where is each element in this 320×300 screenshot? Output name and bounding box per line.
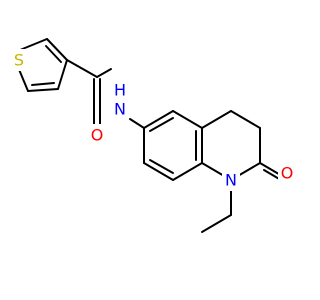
bond-a5-a6	[172, 110, 203, 129]
amide-linkage	[66, 59, 145, 133]
thiophene-ring	[17, 38, 68, 92]
bond-a6-a1	[143, 110, 174, 129]
bond-s-c2	[19, 38, 48, 51]
atom-labels: S O H N N O	[10, 49, 296, 191]
bond-a5-ch2	[201, 110, 232, 129]
bond-a2-a3	[143, 162, 174, 181]
bond-a6-a1-double	[149, 117, 174, 132]
bond-c2-c3-double	[45, 45, 62, 63]
bond-c4-c5-double	[31, 82, 55, 86]
lactam-ring	[201, 110, 290, 184]
sulfur-label-bg	[10, 49, 28, 71]
amide-oxygen-label-bg	[88, 124, 106, 146]
bond-a3-a4	[172, 162, 203, 181]
amide-nitrogen-atom-label: N	[114, 100, 126, 119]
bond-nitrogen-aryl	[129, 118, 145, 129]
bond-a2-a3-double	[149, 159, 174, 174]
lactam-oxygen-label-bg	[278, 162, 296, 184]
molecule-structure: S O H N N O	[10, 38, 296, 233]
bond-ch2-ch3	[201, 214, 232, 233]
amide-oxygen-atom-label: O	[91, 126, 104, 145]
amide-nitrogen-label-bg	[110, 76, 132, 118]
benzene-ring	[143, 110, 203, 181]
bond-c3-carbonyl	[66, 59, 98, 78]
bond-carbonyl-nitrogen	[96, 68, 112, 78]
amide-hydrogen-atom-label: H	[114, 81, 126, 100]
bond-c4-c5	[27, 88, 59, 92]
ring-nitrogen-atom-label: N	[225, 171, 237, 190]
ring-nitrogen-label-bg	[222, 169, 240, 191]
sulfur-atom-label: S	[14, 51, 24, 70]
bond-c2-c3	[46, 38, 68, 61]
bond-c3-c4	[57, 59, 68, 90]
bond-ch2-ch2	[230, 110, 261, 129]
lactam-oxygen-atom-label: O	[281, 164, 294, 183]
